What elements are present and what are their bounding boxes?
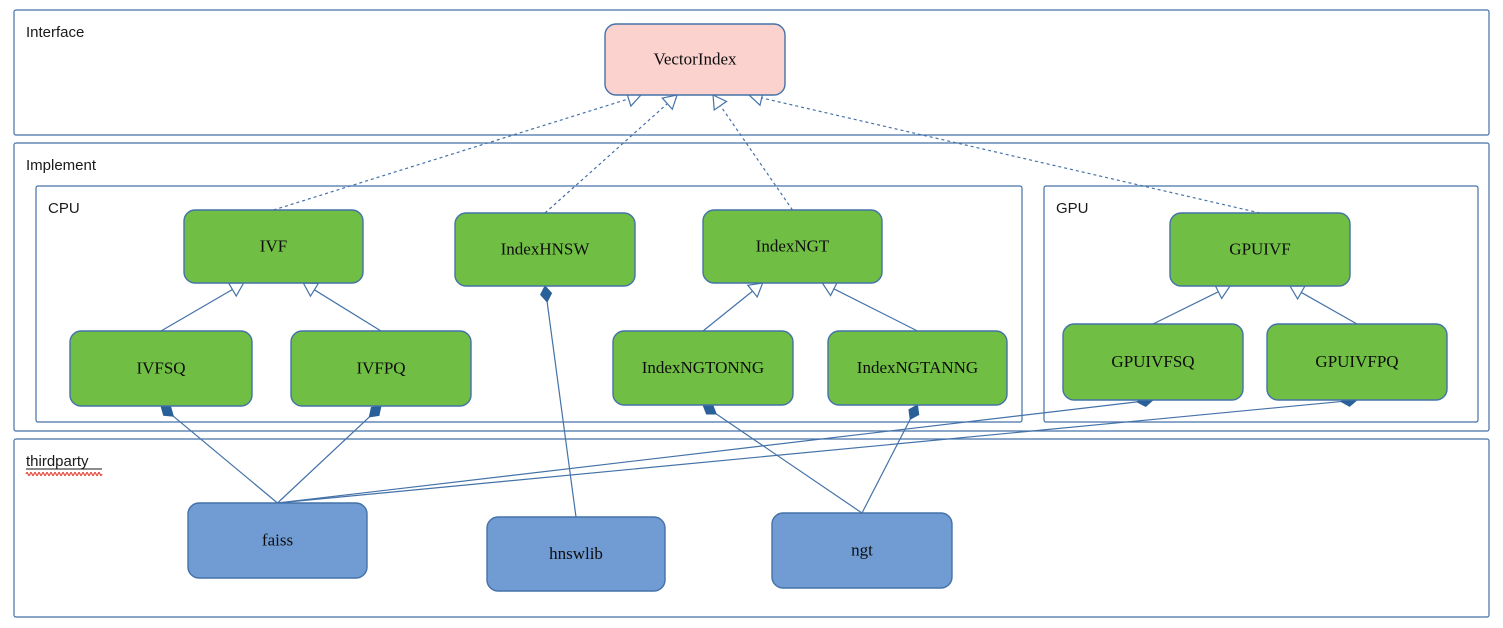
class-node-IVF[interactable]: IVF xyxy=(183,209,364,284)
inheritance-arrowhead xyxy=(712,94,728,112)
node-label-IndexNGT: IndexNGT xyxy=(756,236,830,255)
edge-line-composition xyxy=(277,400,1343,504)
node-box-GPUIVFSQ[interactable] xyxy=(1062,323,1244,401)
node-box-hnswlib[interactable] xyxy=(486,516,666,592)
spellcheck-underline-thirdparty xyxy=(25,471,103,477)
class-node-GPUIVFPQ[interactable]: GPUIVFPQ xyxy=(1266,323,1448,401)
node-box-IndexNGT[interactable] xyxy=(702,209,883,284)
node-box-IndexNGTONNG[interactable] xyxy=(612,330,794,406)
class-node-GPUIVFSQ[interactable]: GPUIVFSQ xyxy=(1062,323,1244,401)
node-label-faiss: faiss xyxy=(262,530,293,549)
group-label-thirdparty: thirdparty xyxy=(26,453,89,470)
node-box-GPUIVF[interactable] xyxy=(1169,212,1351,287)
node-label-IVFPQ: IVFPQ xyxy=(356,358,405,377)
edge-line-composition xyxy=(172,415,278,504)
node-label-IndexNGTANNG: IndexNGTANNG xyxy=(857,358,978,377)
node-box-IVFPQ[interactable] xyxy=(290,330,472,407)
edge-ngt-to-IndexNGTONNG xyxy=(702,404,863,514)
group-label-interface: Interface xyxy=(26,24,84,41)
node-box-faiss[interactable] xyxy=(187,502,368,579)
node-label-GPUIVF: GPUIVF xyxy=(1229,239,1290,258)
class-node-faiss[interactable]: faiss xyxy=(187,502,368,579)
edge-line-composition xyxy=(861,418,912,514)
class-node-VectorIndex[interactable]: VectorIndex xyxy=(604,23,786,96)
edge-line-generalization xyxy=(832,287,918,332)
inheritance-arrowhead xyxy=(746,282,764,299)
edge-line-composition xyxy=(277,401,1139,504)
node-label-ngt: ngt xyxy=(851,540,873,559)
node-label-VectorIndex: VectorIndex xyxy=(653,49,737,68)
edge-line-generalization xyxy=(160,288,234,332)
class-node-IndexHNSW[interactable]: IndexHNSW xyxy=(454,212,636,287)
node-label-IVFSQ: IVFSQ xyxy=(136,358,185,377)
composition-diamond xyxy=(368,405,382,418)
group-box-thirdparty xyxy=(13,438,1490,618)
node-box-IndexNGTANNG[interactable] xyxy=(827,330,1008,406)
group-label-cpu: CPU xyxy=(48,200,80,217)
node-label-IndexNGTONNG: IndexNGTONNG xyxy=(642,358,764,377)
node-label-IndexHNSW: IndexHNSW xyxy=(501,239,591,258)
node-box-VectorIndex[interactable] xyxy=(604,23,786,96)
edge-line-generalization xyxy=(1300,291,1358,325)
class-node-IVFPQ[interactable]: IVFPQ xyxy=(290,330,472,407)
edge-line-realization xyxy=(273,98,630,211)
class-node-IndexNGTONNG[interactable]: IndexNGTONNG xyxy=(612,330,794,406)
class-node-ngt[interactable]: ngt xyxy=(771,512,953,589)
node-box-ngt[interactable] xyxy=(771,512,953,589)
edge-IndexHNSW-to-VectorIndex xyxy=(544,94,678,214)
edge-line-generalization xyxy=(313,288,382,332)
node-box-GPUIVFPQ[interactable] xyxy=(1266,323,1448,401)
node-label-GPUIVFPQ: GPUIVFPQ xyxy=(1315,352,1398,371)
edge-line-composition xyxy=(277,415,371,504)
edge-line-generalization xyxy=(702,290,754,332)
edge-IndexNGTONNG-to-IndexNGT xyxy=(702,282,764,332)
class-node-IndexNGT[interactable]: IndexNGT xyxy=(702,209,883,284)
inheritance-arrowhead xyxy=(661,94,678,111)
class-node-IVFSQ[interactable]: IVFSQ xyxy=(69,330,253,407)
edge-line-generalization xyxy=(1152,290,1220,325)
class-node-IndexNGTANNG[interactable]: IndexNGTANNG xyxy=(827,330,1008,406)
edge-hnswlib-to-IndexHNSW xyxy=(540,285,577,518)
composition-diamond xyxy=(908,404,920,421)
edge-IndexNGT-to-VectorIndex xyxy=(712,94,793,211)
node-box-IVFSQ[interactable] xyxy=(69,330,253,407)
node-label-IVF: IVF xyxy=(260,236,287,255)
edge-ngt-to-IndexNGTANNG xyxy=(861,404,920,514)
composition-diamond xyxy=(540,285,553,303)
edge-line-realization xyxy=(760,97,1261,214)
node-box-IVF[interactable] xyxy=(183,209,364,284)
edge-layer xyxy=(160,89,1358,518)
edge-line-composition xyxy=(546,300,577,518)
edge-faiss-to-IVFPQ xyxy=(277,405,382,504)
group-label-gpu: GPU xyxy=(1056,200,1089,217)
node-label-hnswlib: hnswlib xyxy=(549,544,603,563)
class-node-GPUIVF[interactable]: GPUIVF xyxy=(1169,212,1351,287)
class-node-hnswlib[interactable]: hnswlib xyxy=(486,516,666,592)
node-label-GPUIVFSQ: GPUIVFSQ xyxy=(1111,352,1194,371)
group-thirdparty: thirdparty xyxy=(13,438,1490,618)
node-box-IndexHNSW[interactable] xyxy=(454,212,636,287)
group-label-implement: Implement xyxy=(26,157,97,174)
edge-line-composition xyxy=(715,412,863,514)
